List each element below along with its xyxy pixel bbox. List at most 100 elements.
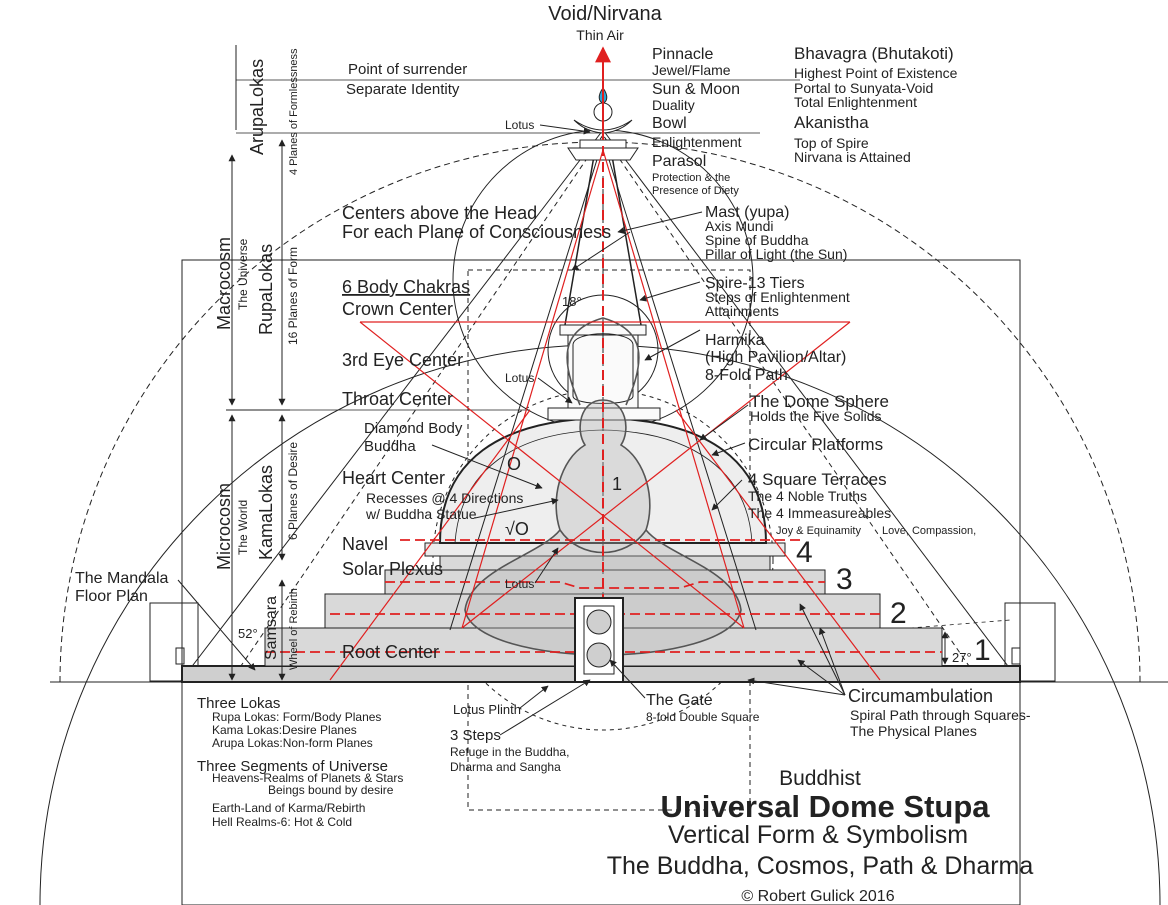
label-right-labels-gate-sub: 8-fold Double Square [646, 710, 760, 724]
label-right-labels-three-steps: 3 Steps [450, 727, 501, 744]
label-left-labels-crown: Crown Center [342, 299, 453, 319]
label-right-labels-refuge1: Refuge in the Buddha, [450, 745, 569, 759]
label-legend-three-segments: Three Segments of Universe [197, 758, 388, 775]
label-left-labels-separate-identity: Separate Identity [346, 81, 460, 98]
label-right-labels-dome-sphere: The Dome Sphere [750, 392, 889, 411]
label-right-labels-akanistha: Akanistha [794, 113, 869, 132]
label-title-sub1: Vertical Form & Symbolism [668, 821, 968, 849]
label-right-labels-circum: Circumambulation [848, 686, 993, 706]
label-right-labels-steps-enl: Steps of Enlightenment [705, 289, 850, 305]
label-right-labels-pinnacle: Pinnacle [652, 46, 713, 63]
label-vertical-labels-samsara-sub: Wheel of Rebirth [288, 588, 300, 670]
label-right-labels-highest: Highest Point of Existence [794, 65, 958, 81]
label-legend-rupa-lokas: Rupa Lokas: Form/Body Planes [212, 710, 381, 724]
right-labels: Pinnacle Jewel/Flame Sun & Moon Duality … [450, 44, 1031, 774]
label-vertical-labels-kama-sub: 6 Planes of Desire [286, 442, 300, 540]
label-right-labels-physical: The Physical Planes [850, 723, 977, 739]
left-gate-box [149, 602, 199, 682]
label-right-labels-eightfold: 8-Fold Path [705, 367, 788, 384]
top-labels: Void/Nirvana Thin Air [548, 3, 662, 43]
label-legend-arupa-lokas: Arupa Lokas:Non-form Planes [212, 736, 373, 750]
dome-mark-o: O [507, 454, 521, 474]
label-right-labels-circular: Circular Platforms [748, 435, 883, 454]
label-vertical-labels-micro-sub: The World [236, 500, 250, 555]
label-left-labels-each-plane: For each Plane of Consciousness [342, 222, 611, 242]
label-right-labels-portal: Portal to Sunyata-Void [794, 80, 933, 96]
label-right-labels-duality: Duality [652, 97, 695, 113]
label-right-labels-jewel: Jewel/Flame [652, 62, 731, 78]
label-title-sub2: The Buddha, Cosmos, Path & Dharma [607, 852, 1034, 880]
label-right-labels-parasol: Parasol [652, 153, 706, 170]
label-left-labels-angle52: 52° [238, 626, 258, 641]
legend: Three Lokas Rupa Lokas: Form/Body Planes… [197, 695, 403, 829]
label-left-labels-buddha: Buddha [364, 438, 416, 455]
label-left-labels-mandala1: The Mandala [75, 570, 168, 587]
label-right-labels-nirvana: Nirvana is Attained [794, 149, 911, 165]
label-vertical-labels-samsara: Samsara [263, 596, 280, 660]
label-right-labels-pillar: Pillar of Light (the Sun) [705, 246, 847, 262]
label-left-labels-lotus-mid: Lotus [505, 371, 534, 385]
label-left-labels-navel: Navel [342, 534, 388, 554]
label-right-labels-mast: Mast (yupa) [705, 204, 789, 221]
mandala-triangle-left [179, 129, 604, 683]
terrace-numbers: 4 3 2 1 1 O √O [505, 454, 991, 667]
label-numbers-dome1: 1 [612, 474, 622, 494]
label-vertical-labels-kama: KamaLokas [256, 465, 276, 560]
label-left-labels-body-chakras: 6 Body Chakras [342, 277, 470, 297]
label-vertical-labels-macro: Macrocosm [214, 237, 234, 330]
label-right-labels-total: Total Enlightenment [794, 94, 917, 110]
label-right-labels-high-pavilion: (High Pavilion/Altar) [705, 349, 846, 366]
label-legend-hell: Hell Realms-6: Hot & Cold [212, 815, 352, 829]
leader-arrows [177, 124, 949, 736]
label-numbers-n1: 1 [974, 634, 991, 667]
label-left-labels-point-surrender: Point of surrender [348, 61, 467, 78]
label-left-labels-root: Root Center [342, 642, 439, 662]
label-vertical-labels-micro: Microcosm [214, 483, 234, 570]
label-right-labels-five-solids: Holds the Five Solids [750, 408, 882, 424]
label-title-credit: © Robert Gulick 2016 [741, 888, 894, 905]
label-right-labels-immeasureables: The 4 Immeasureables [748, 505, 891, 521]
label-right-labels-noble: The 4 Noble Truths [748, 488, 867, 504]
label-title-buddhist: Buddhist [779, 767, 861, 790]
label-right-labels-spiral: Spiral Path through Squares- [850, 707, 1031, 723]
label-left-labels-solar: Solar Plexus [342, 559, 443, 579]
label-left-labels-mandala2: Floor Plan [75, 588, 148, 605]
label-legend-beings: Beings bound by desire [268, 783, 394, 797]
label-right-labels-protection: Protection & the [652, 172, 730, 184]
label-right-labels-bhavagra: Bhavagra (Bhutakoti) [794, 44, 954, 63]
label-legend-heavens: Heavens-Realms of Planets & Stars [212, 771, 403, 785]
mandala-triangle-right [602, 129, 1021, 683]
title-block: Buddhist Universal Dome Stupa Vertical F… [607, 767, 1034, 905]
label-legend-three-lokas: Three Lokas [197, 695, 280, 712]
label-left-labels-third-eye: 3rd Eye Center [342, 350, 463, 370]
label-vertical-labels-rupa: RupaLokas [256, 244, 276, 335]
right-gate-box [1004, 602, 1056, 682]
label-numbers-n2: 2 [890, 597, 907, 630]
label-left-labels-centers-above: Centers above the Head [342, 203, 537, 223]
label-right-labels-attainments: Attainments [705, 303, 779, 319]
label-left-labels-diamond-body: Diamond Body [364, 420, 463, 437]
dome-mark-vo: √O [505, 519, 529, 539]
label-left-labels-angle27: 27° [952, 650, 972, 665]
label-left-labels-angle18: 18° [562, 294, 582, 309]
label-right-labels-joy: Joy & Equinamity [776, 525, 861, 537]
label-right-labels-spire: Spire-13 Tiers [705, 275, 805, 292]
label-right-labels-axis: Axis Mundi [705, 218, 773, 234]
label-legend-earth: Earth-Land of Karma/Rebirth [212, 801, 365, 815]
label-right-labels-spine: Spine of Buddha [705, 232, 809, 248]
label-right-labels-square-terraces: 4 Square Terraces [748, 470, 887, 489]
label-right-labels-love: Love, Compassion, [882, 525, 976, 537]
label-left-labels-recesses: Recesses @ 4 Directions [366, 490, 523, 506]
label-left-labels-buddha-statue: w/ Buddha Statue [365, 506, 477, 522]
label-left-labels-lotus-low: Lotus [505, 577, 534, 591]
label-vertical-labels-arupa: ArupaLokas [247, 59, 267, 155]
label-right-labels-gate: The Gate [646, 692, 713, 709]
label-right-labels-presence: Presence of Diety [652, 185, 739, 197]
gate [574, 597, 624, 683]
label-vertical-labels-rupa-sub: 16 Planes of Form [286, 247, 300, 345]
label-left-labels-lotus-top: Lotus [505, 118, 534, 132]
label-title-main: Universal Dome Stupa [660, 789, 990, 824]
label-right-labels-top-spire: Top of Spire [794, 135, 869, 151]
void-label: Void/Nirvana [548, 3, 662, 25]
